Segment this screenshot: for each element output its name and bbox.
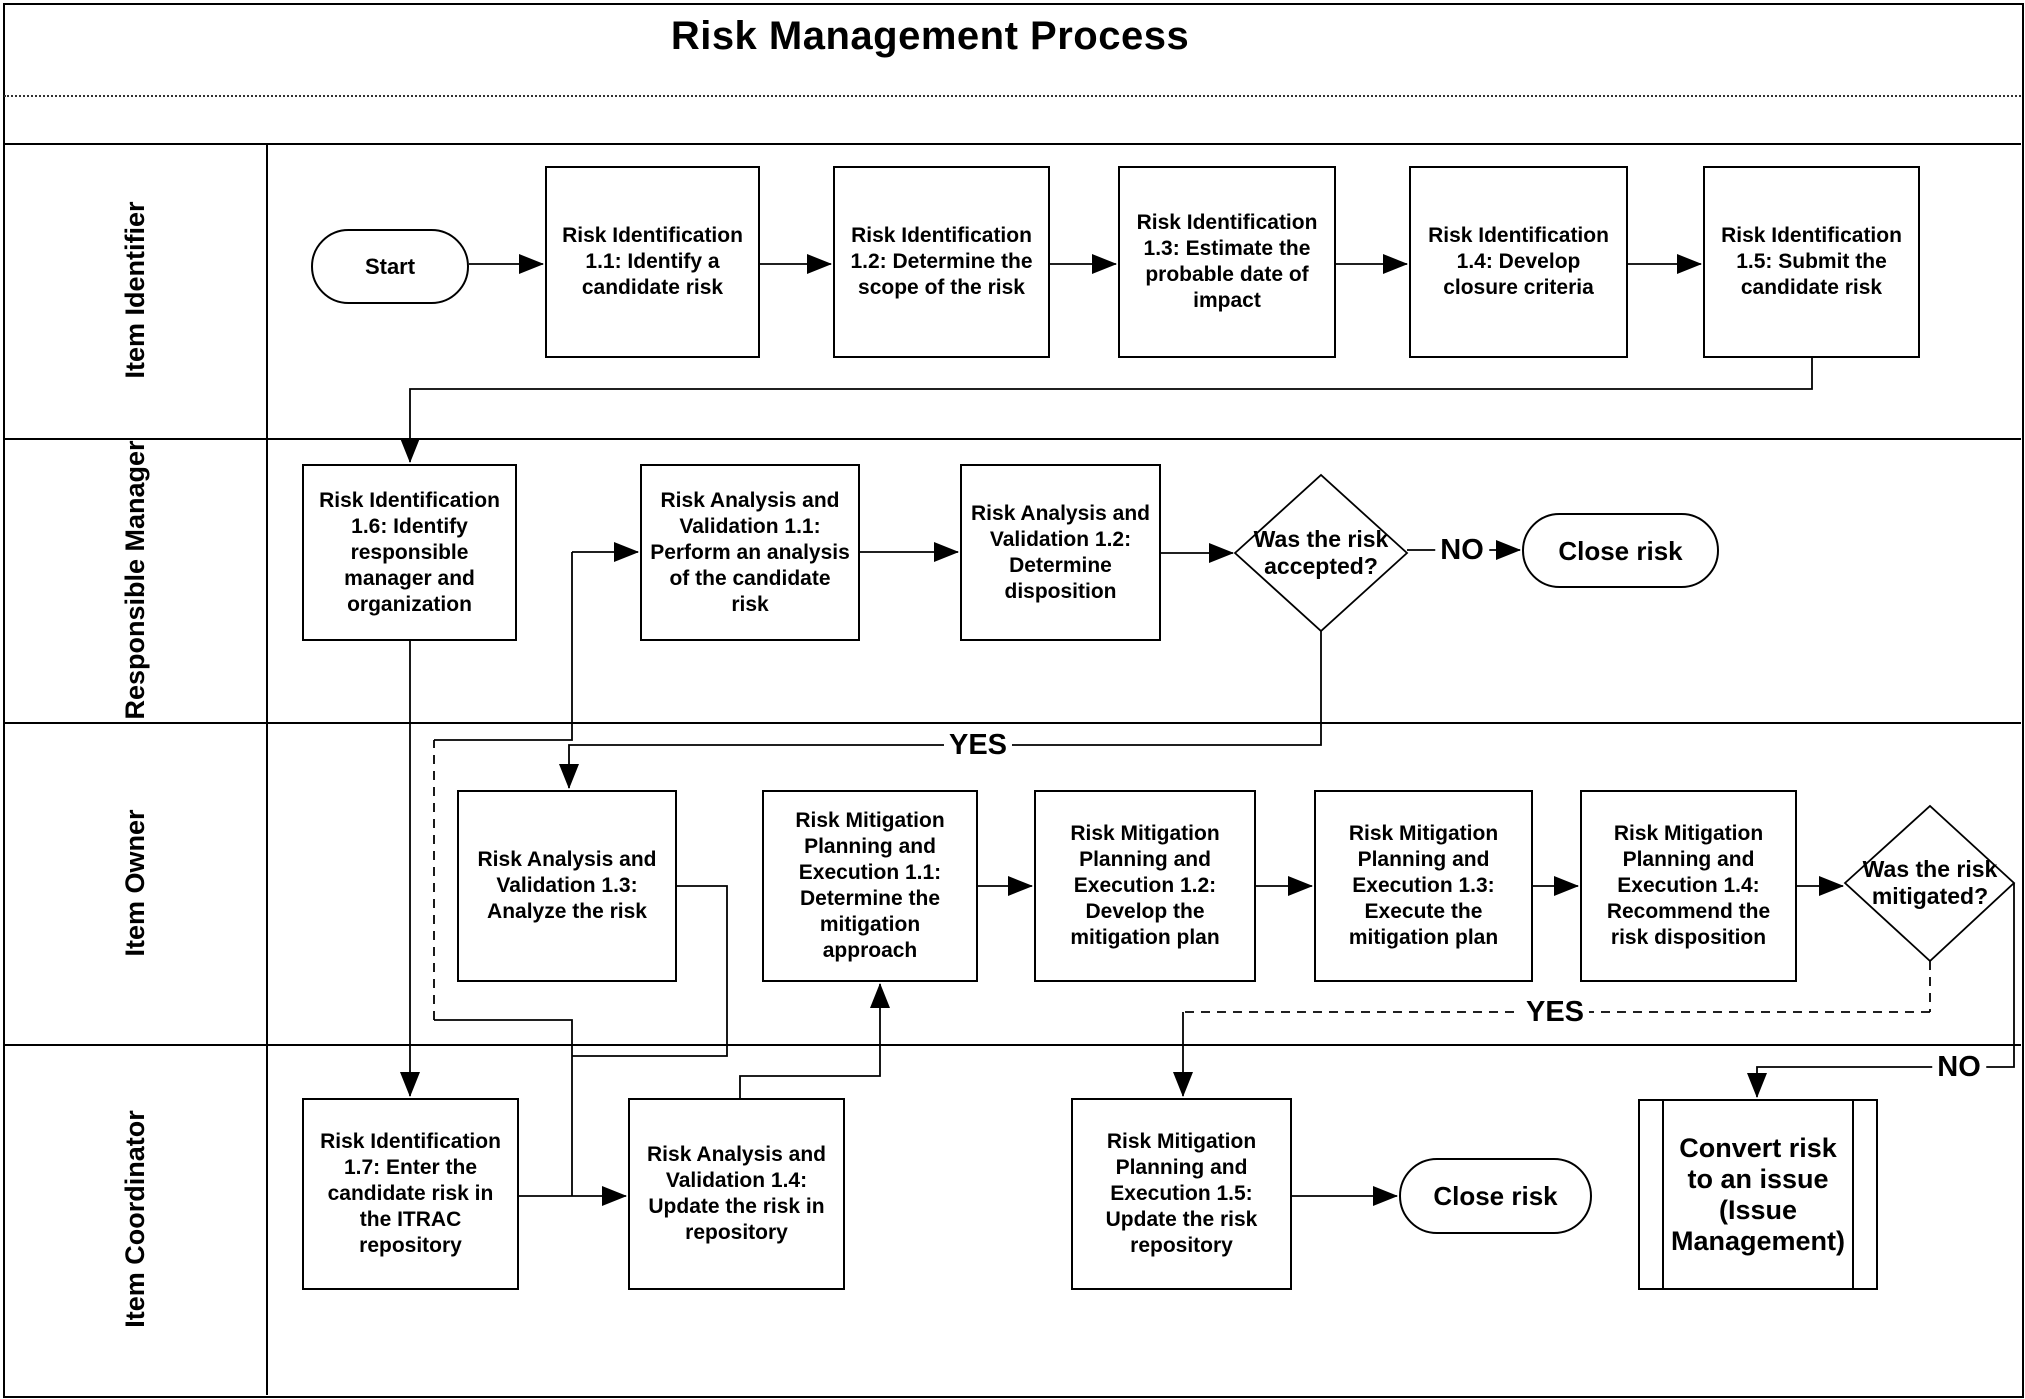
process-risk-mitigation-1-2: Risk Mitigation Planning and Execution 1… <box>1034 790 1256 982</box>
lane-divider-3 <box>4 1044 2021 1046</box>
close-risk-terminator-2: Close risk <box>1399 1158 1592 1234</box>
process-risk-analysis-validation-1-2: Risk Analysis and Validation 1.2: Determ… <box>960 464 1161 641</box>
close-risk-terminator-1: Close risk <box>1522 513 1719 588</box>
convert-risk-label: Convert risk to an issue (Issue Manageme… <box>1670 1132 1846 1256</box>
process-risk-identification-1-7: Risk Identification 1.7: Enter the candi… <box>302 1098 519 1290</box>
process-risk-mitigation-1-5: Risk Mitigation Planning and Execution 1… <box>1071 1098 1292 1290</box>
lane-divider-2 <box>4 722 2021 724</box>
lane-divider-1 <box>4 438 2021 440</box>
process-risk-identification-1-6: Risk Identification 1.6: Identify respon… <box>302 464 517 641</box>
process-risk-analysis-validation-1-1: Risk Analysis and Validation 1.1: Perfor… <box>640 464 860 641</box>
process-risk-mitigation-1-4: Risk Mitigation Planning and Execution 1… <box>1580 790 1797 982</box>
decision-risk-mitigated-shape <box>1843 804 2016 963</box>
process-risk-analysis-validation-1-4: Risk Analysis and Validation 1.4: Update… <box>628 1098 845 1290</box>
edge-label-no-mitigated: NO <box>1932 1051 1986 1083</box>
decision-risk-accepted-shape <box>1233 473 1409 633</box>
process-risk-identification-1-5: Risk Identification 1.5: Submit the cand… <box>1703 166 1920 358</box>
page-title: Risk Management Process <box>670 14 1190 58</box>
title-separator-line <box>4 95 2021 97</box>
outer-border <box>3 3 2024 1398</box>
start-terminator: Start <box>311 229 469 304</box>
process-risk-mitigation-1-1: Risk Mitigation Planning and Execution 1… <box>762 790 978 982</box>
predefined-left-bar <box>1662 1101 1664 1288</box>
predefined-right-bar <box>1852 1101 1854 1288</box>
decision-risk-accepted-label: Was the risk accepted? <box>1253 526 1389 579</box>
process-risk-identification-1-3: Risk Identification 1.3: Estimate the pr… <box>1118 166 1336 358</box>
decision-risk-mitigated-label: Was the risk mitigated? <box>1862 856 1998 909</box>
process-risk-identification-1-4: Risk Identification 1.4: Develop closure… <box>1409 166 1628 358</box>
lane-label-column-line <box>266 143 268 1395</box>
process-risk-analysis-validation-1-3: Risk Analysis and Validation 1.3: Analyz… <box>457 790 677 982</box>
edge-label-yes-accepted: YES <box>943 729 1013 761</box>
edge-label-yes-mitigated: YES <box>1520 996 1590 1028</box>
lane-area-top-line <box>4 143 2021 145</box>
predefined-convert-risk-to-issue: Convert risk to an issue (Issue Manageme… <box>1638 1099 1878 1290</box>
process-risk-mitigation-1-3: Risk Mitigation Planning and Execution 1… <box>1314 790 1533 982</box>
process-risk-identification-1-1: Risk Identification 1.1: Identify a cand… <box>545 166 760 358</box>
process-risk-identification-1-2: Risk Identification 1.2: Determine the s… <box>833 166 1050 358</box>
edge-label-no-accepted: NO <box>1435 534 1489 566</box>
